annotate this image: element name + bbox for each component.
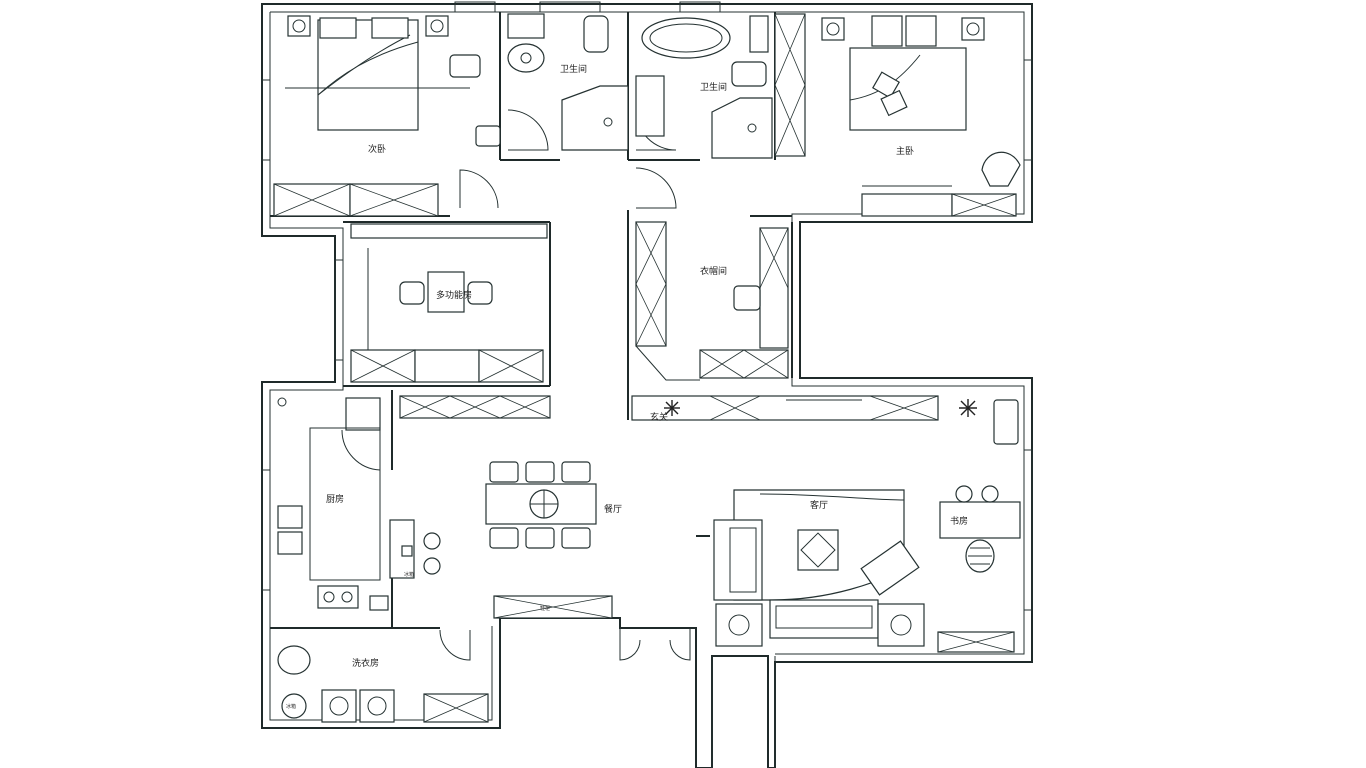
label-small-a: 冰箱 (404, 571, 414, 578)
label-multipurpose: 多功能房 (436, 289, 472, 301)
master-suite: 主卧 (774, 13, 1021, 217)
label-cab-small: 鞋柜 (540, 605, 550, 612)
label-bathroom-b: 卫生间 (700, 81, 727, 93)
dining: 餐厅 鞋柜 (485, 461, 622, 619)
study: 书房 (939, 399, 1021, 573)
doors (341, 109, 761, 661)
kitchen: 厨房 冰箱 (277, 397, 441, 611)
bathroom-b: 卫生间 (635, 15, 773, 159)
corridor-cabinets (399, 395, 939, 421)
label-master-bedroom: 主卧 (896, 145, 914, 157)
label-laundry: 洗衣房 (352, 657, 379, 669)
laundry: 洗衣房 冰箱 (277, 645, 489, 723)
label-bathroom-a: 卫生间 (560, 63, 587, 75)
living-room: 客厅 (713, 489, 1015, 653)
windows (261, 1, 1033, 611)
label-kitchen: 厨房 (326, 493, 344, 505)
multipurpose-room: 多功能房 (350, 223, 548, 383)
bed-master-suite (849, 47, 967, 131)
bathroom-a: 卫生间 (507, 13, 629, 151)
label-dining: 餐厅 (604, 503, 622, 515)
label-living: 客厅 (810, 499, 828, 511)
label-small-b: 冰箱 (286, 703, 296, 710)
master-bedroom: 次卧 (273, 15, 501, 217)
cloakroom: 衣帽间 (635, 221, 789, 381)
label-entry: 玄关 (650, 411, 668, 423)
label-second-bedroom: 次卧 (368, 143, 386, 155)
entry-corridor: 玄关 (650, 411, 776, 768)
label-study: 书房 (950, 515, 968, 527)
label-cloakroom: 衣帽间 (700, 265, 727, 277)
